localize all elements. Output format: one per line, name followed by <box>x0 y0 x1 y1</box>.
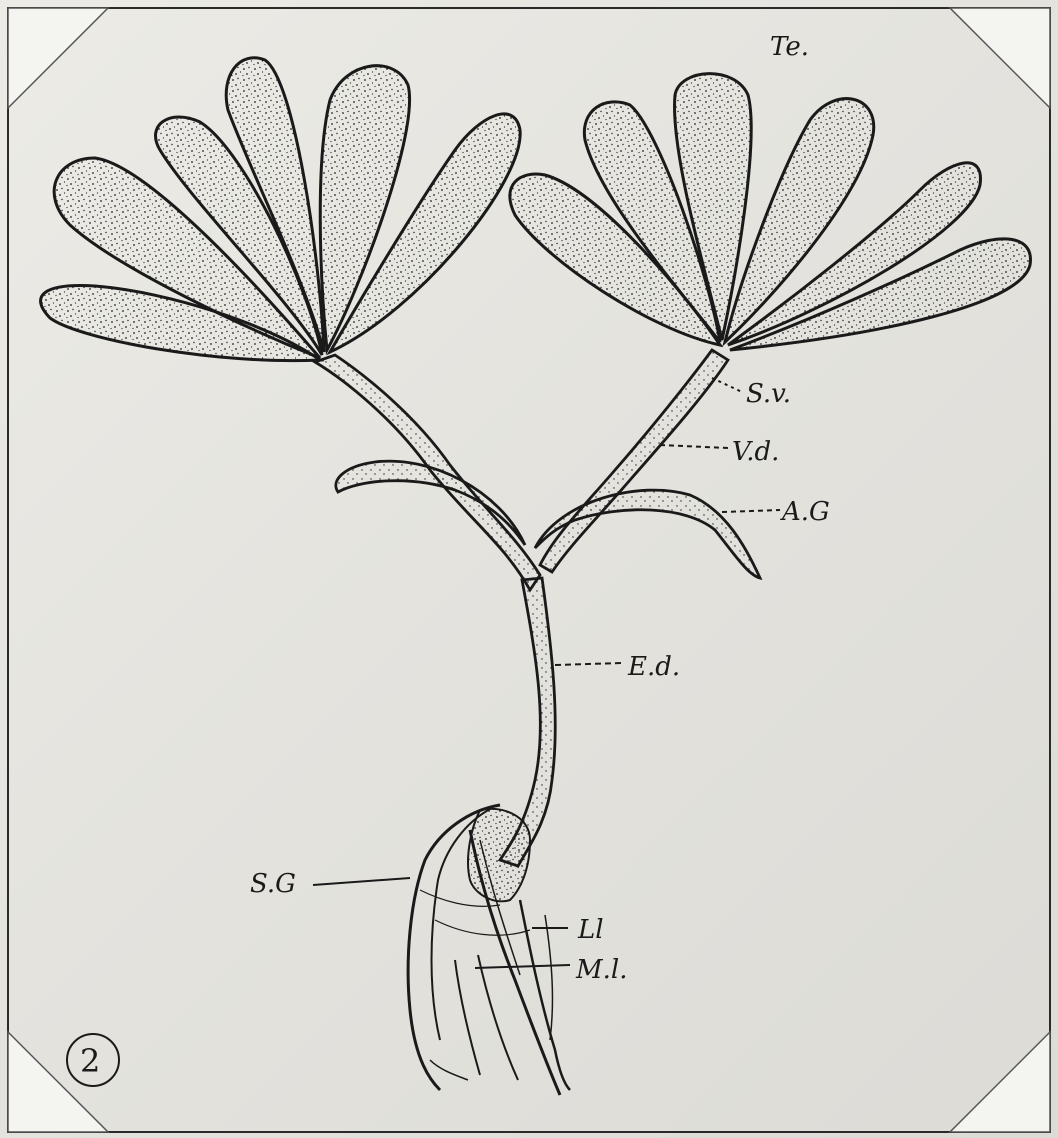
label-ll: Ll <box>577 915 604 945</box>
label-te: Te. <box>770 32 809 62</box>
label-ed: E.d. <box>627 652 680 682</box>
left-testis-lobes <box>41 58 521 361</box>
label-ag: A.G <box>780 497 830 527</box>
figure-number: 2 <box>67 1034 119 1086</box>
right-testis-lobes <box>510 74 1031 350</box>
figure-number-text: 2 <box>80 1042 100 1080</box>
genitalia-structure <box>408 805 570 1095</box>
label-ml: M.l. <box>575 955 627 985</box>
label-sg: S.G <box>250 869 296 899</box>
label-sv: S.v. <box>746 379 791 409</box>
right-vas-deferens <box>540 350 728 572</box>
label-vd: V.d. <box>732 437 779 467</box>
